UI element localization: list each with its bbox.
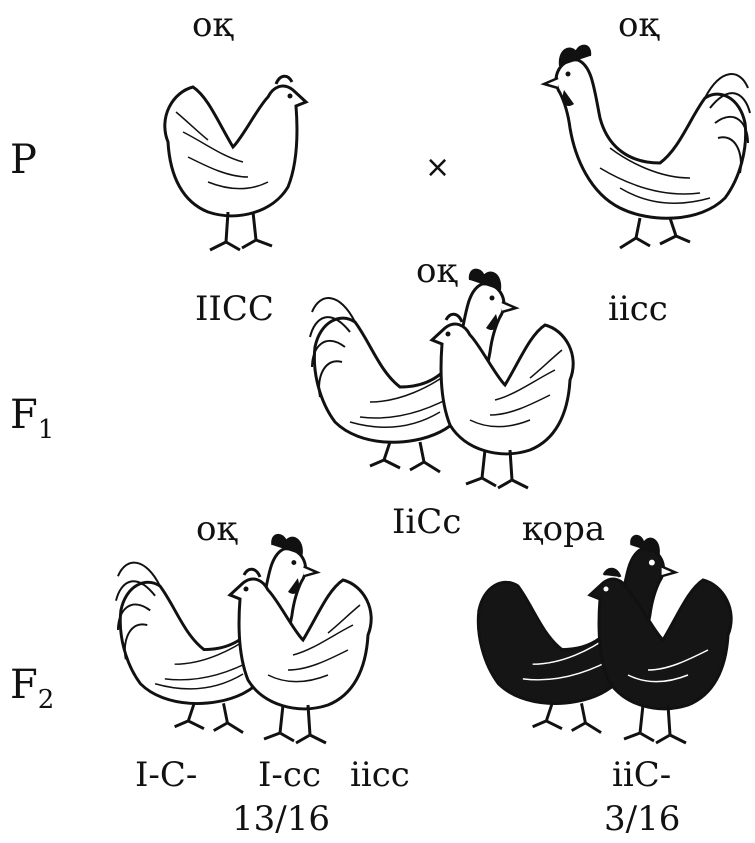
parent-hen-color-label: оқ [192, 8, 233, 42]
parent-rooster-white-illustration [530, 38, 750, 248]
cross-symbol: × [425, 150, 450, 185]
parent-hen-white-illustration [148, 62, 308, 257]
generation-label-f2-letter: F [10, 662, 38, 708]
f2-black-ratio: 3/16 [604, 802, 680, 836]
parent-rooster-color-label: оқ [618, 8, 659, 42]
generation-label-f2-subscript: 2 [38, 685, 55, 715]
f2-black-hen-illustration [588, 555, 748, 750]
parent-rooster-genotype: iicc [608, 292, 668, 326]
f2-white-ratio: 13/16 [232, 802, 330, 836]
f1-genotype: IiCc [392, 505, 461, 539]
generation-label-p: P [10, 140, 37, 180]
generation-label-f1: F1 [10, 395, 54, 435]
f2-white-genotype-3: iicc [350, 758, 410, 792]
generation-label-f1-subscript: 1 [38, 415, 55, 445]
f2-black-genotype: iiC- [612, 758, 671, 792]
generation-label-f1-letter: F [10, 392, 38, 438]
f2-white-genotype-2: I-cc [258, 758, 321, 792]
f1-hen-white-illustration [430, 300, 590, 495]
generation-label-f2: F2 [10, 665, 54, 705]
parent-hen-genotype: IICC [195, 292, 274, 326]
f2-white-genotype-1: I-C- [135, 758, 197, 792]
f2-white-hen-illustration [228, 555, 388, 750]
